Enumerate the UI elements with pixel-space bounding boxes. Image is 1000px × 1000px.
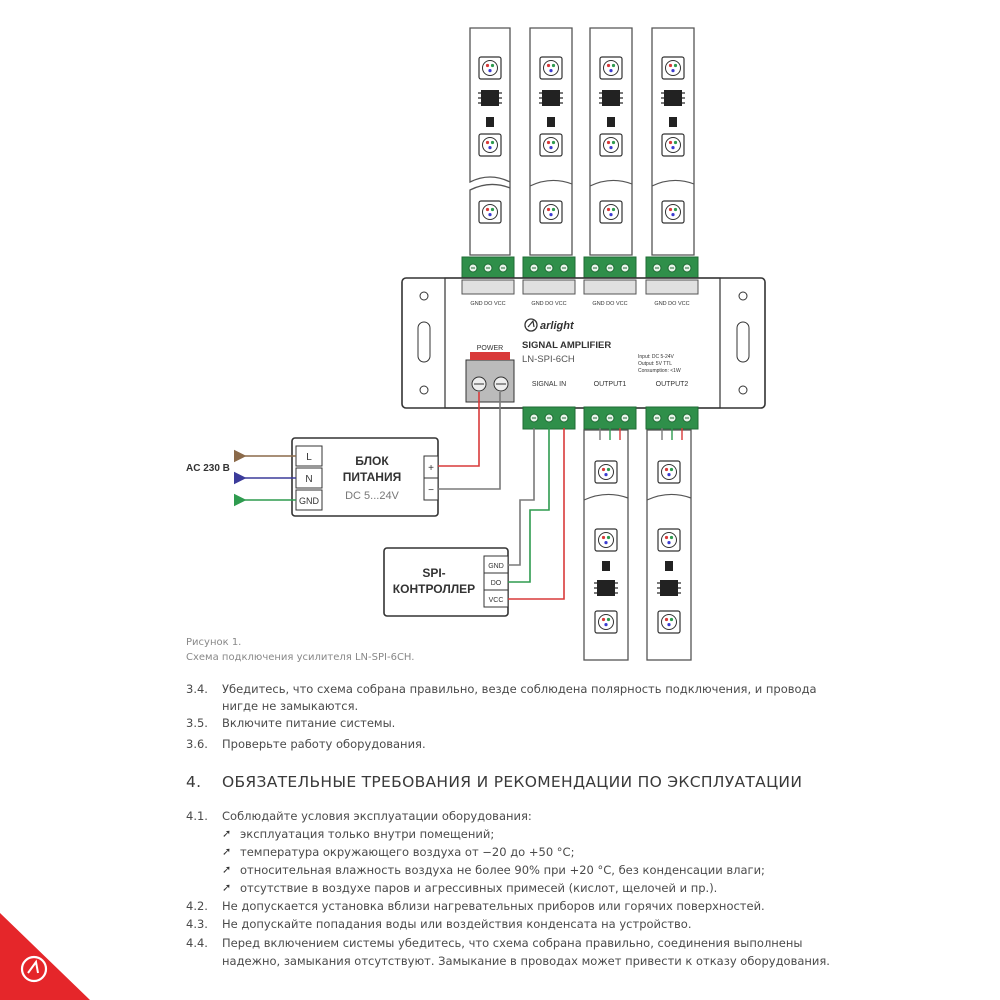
ctrl-pin-vcc: VCC — [489, 597, 504, 604]
amp-output1-label: OUTPUT1 — [594, 381, 627, 388]
req-text: Перед включением системы убедитесь, что … — [222, 936, 803, 950]
amp-title: SIGNAL AMPLIFIER — [522, 340, 611, 351]
bullet-icon: ➚ — [222, 845, 232, 858]
psu-title-2: ПИТАНИЯ — [343, 470, 401, 484]
amp-spec-3: Consumption: <1W — [638, 368, 681, 374]
top-port-label-4: GND DO VCC — [654, 301, 689, 307]
bullet-icon: ➚ — [222, 827, 232, 840]
psu-title-1: БЛОК — [355, 454, 389, 468]
req-text: надежно, замыкания отсутствуют. Замыкани… — [222, 954, 830, 968]
terminal-output2 — [645, 406, 699, 430]
led-strip-top-1 — [469, 27, 511, 256]
bullet-icon: ➚ — [222, 863, 232, 876]
req-bullet: эксплуатация только внутри помещений; — [240, 827, 495, 841]
amp-signal-in-label: SIGNAL IN — [532, 381, 566, 388]
req-number: 4.3. — [186, 917, 208, 931]
req-bullet: отсутствие в воздухе паров и агрессивных… — [240, 881, 718, 895]
req-number: 4.1. — [186, 809, 208, 823]
req-text: Соблюдайте условия эксплуатации оборудов… — [222, 809, 532, 823]
wire-dc-plus — [438, 392, 480, 467]
terminal-top-2 — [522, 256, 576, 280]
ctrl-pin-do: DO — [491, 580, 502, 587]
figure-caption-line1: Рисунок 1. — [186, 637, 242, 648]
step-text: Проверьте работу оборудования. — [222, 737, 426, 751]
led-strip-bottom-1 — [583, 429, 629, 661]
led-strip-top-3 — [589, 27, 633, 256]
step-text: нигде не замыкаются. — [222, 699, 359, 713]
top-port-label-1: GND DO VCC — [470, 301, 505, 307]
amp-power-label: POWER — [477, 345, 503, 352]
terminal-signal-in — [522, 406, 576, 430]
brand-corner-logo — [0, 913, 90, 1000]
step-text: Убедитесь, что схема собрана правильно, … — [222, 682, 817, 696]
amp-model: LN-SPI-6CH — [522, 354, 575, 365]
req-bullet: температура окружающего воздуха от −20 д… — [240, 845, 575, 859]
req-bullet: относительная влажность воздуха не более… — [240, 863, 765, 877]
step-text: Включите питание системы. — [222, 716, 396, 730]
ctrl-pin-gnd: GND — [488, 563, 504, 570]
wire-ctrl-do — [508, 428, 550, 583]
wire-ctrl-gnd — [508, 428, 535, 566]
ac-label: AC 230 B — [186, 463, 230, 474]
terminal-top-3 — [583, 256, 637, 280]
wiring-diagram: AC 230 B L N GND БЛОК ПИТАНИЯ DC 5...24V… — [186, 27, 766, 661]
req-text: Не допускайте попадания воды или воздейс… — [222, 917, 692, 931]
wire-dc-minus — [438, 392, 501, 490]
psu-voltage: DC 5...24V — [345, 490, 399, 502]
amp-brand: arlight — [540, 320, 575, 332]
psu-minus: − — [428, 485, 434, 496]
amp-spec-2: Output: 5V TTL — [638, 361, 672, 367]
amp-spec-1: Input: DC 5-24V — [638, 354, 675, 360]
led-strip-bottom-2 — [646, 429, 692, 661]
top-port-label-3: GND DO VCC — [592, 301, 627, 307]
terminal-top-4 — [645, 256, 699, 280]
psu-terminal-l: L — [306, 452, 312, 463]
figure-caption-line2: Схема подключения усилителя LN-SPI-6CH. — [186, 652, 415, 663]
led-strip-top-2 — [529, 27, 573, 256]
psu-terminal-gnd: GND — [299, 496, 320, 506]
req-number: 4.2. — [186, 899, 208, 913]
step-number: 3.4. — [186, 682, 208, 696]
amp-output2-label: OUTPUT2 — [656, 381, 689, 388]
req-text: Не допускается установка вблизи нагреват… — [222, 899, 765, 913]
psu-plus: + — [428, 463, 434, 474]
terminal-output1 — [583, 406, 637, 430]
bullet-icon: ➚ — [222, 881, 232, 894]
top-port-label-2: GND DO VCC — [531, 301, 566, 307]
wire-ctrl-vcc — [508, 428, 565, 600]
step-number: 3.5. — [186, 716, 208, 730]
section-title: ОБЯЗАТЕЛЬНЫЕ ТРЕБОВАНИЯ И РЕКОМЕНДАЦИИ П… — [222, 773, 803, 791]
step-number: 3.6. — [186, 737, 208, 751]
signal-amplifier — [401, 277, 766, 409]
ctrl-title-1: SPI- — [422, 566, 445, 580]
req-number: 4.4. — [186, 936, 208, 950]
led-strip-top-4 — [651, 27, 695, 256]
ctrl-title-2: КОНТРОЛЛЕР — [393, 582, 475, 596]
section-number: 4. — [186, 773, 202, 791]
terminal-top-1 — [461, 256, 515, 280]
psu-terminal-n: N — [305, 474, 312, 485]
power-supply — [291, 437, 439, 517]
